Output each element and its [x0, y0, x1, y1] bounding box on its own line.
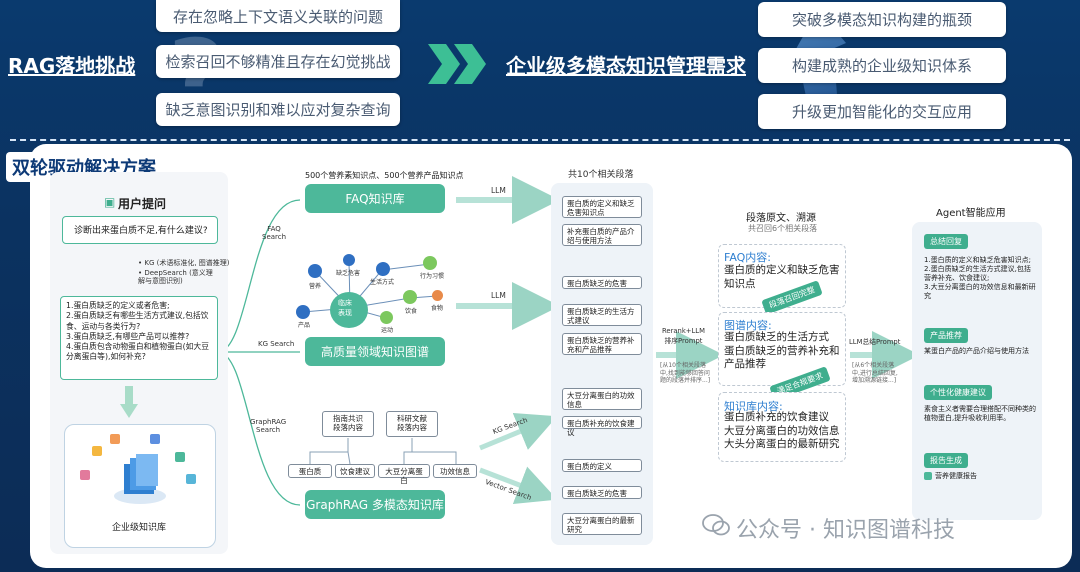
- kg-node-nutrition-label: 营养: [309, 283, 322, 290]
- kb-label: 企业级知识库: [112, 523, 167, 533]
- kg-node-diet: [403, 290, 417, 304]
- rerank-note: [从10个相关段落 中,找到能够回答问 题的段落并排序...]: [660, 362, 711, 384]
- header: ? RAG落地挑战 存在忽略上下文语义关联的问题 检索召回不够精准且存在幻觉挑战…: [0, 0, 1080, 138]
- note-deepsearch: • DeepSearch (意义理解与意图识别): [138, 269, 213, 286]
- branch-faq-label: FAQ Search: [262, 225, 287, 241]
- agent-column: [912, 222, 1042, 520]
- kg-node-product-label: 产品: [298, 322, 311, 329]
- watermark-text: 公众号 · 知识图谱科技: [736, 518, 955, 543]
- source-kb-box: [718, 392, 846, 462]
- branch-graphrag-label: GraphRAG Search: [250, 418, 287, 434]
- kg-node-center-label: 临床 表现: [338, 299, 352, 317]
- kg-node-nutrition: [308, 264, 322, 278]
- kg-node-food: [432, 290, 443, 301]
- entity-tag-efficacy: 功效信息: [433, 464, 477, 478]
- table-icon: [110, 434, 120, 444]
- paragraph-item-8: 蛋白质的定义: [562, 459, 642, 472]
- kg-node-lifestyle-label: 生活方式: [370, 279, 395, 286]
- paragraph-item-1: 蛋白质的定义和缺乏危害知识点: [562, 196, 642, 218]
- source-kg-head: 图谱内容:: [724, 319, 772, 332]
- arrow-down-icon: [120, 386, 138, 418]
- source-col-title: 段落原文、溯源: [746, 213, 816, 224]
- kg-node-habit-label: 行为习惯: [420, 273, 445, 280]
- database-icon: [110, 448, 170, 508]
- paragraph-count: 共10个相关段落: [568, 170, 634, 180]
- source-kg-body: 蛋白质缺乏的生活方式 蛋白质缺乏的营养补充和 产品推荐: [724, 331, 840, 371]
- doc-research: 科研文献 段落内容: [386, 411, 438, 437]
- kg-node-exercise: [380, 311, 393, 324]
- source-kb-body: 蛋白质补充的饮食建议 大豆分离蛋白的功效信息 大头分离蛋白的最新研究: [724, 411, 840, 451]
- agent-title: Agent智能应用: [936, 208, 1006, 219]
- flow-llm-2: LLM: [491, 291, 506, 300]
- enterprise-need-title: 企业级多模态知识管理需求: [506, 54, 746, 78]
- file-icon: [92, 446, 102, 456]
- agent-sec2-body: 某蛋白产品的产品介绍与使用方法: [924, 347, 1029, 355]
- source-kb-head: 知识库内容:: [724, 400, 783, 413]
- kg-node-harm-label: 缺乏危害: [336, 270, 361, 277]
- folder-icon: [186, 474, 196, 484]
- challenge-pill-2: 检索召回不够精准且存在幻觉挑战: [156, 45, 400, 78]
- goal-pill-1: 突破多模态知识构建的瓶颈: [758, 2, 1006, 37]
- image-icon: [175, 452, 185, 462]
- kg-node-exercise-label: 运动: [381, 327, 394, 334]
- paragraph-item-10: 大豆分离蛋白的最新研究: [562, 513, 642, 535]
- kg-node-diet-label: 饮食: [405, 308, 418, 315]
- kg-node-food-label: 食物: [431, 305, 444, 312]
- entity-tag-diet: 饮食建议: [335, 464, 375, 478]
- divider: [10, 139, 1070, 141]
- kg-button[interactable]: 高质量领域知识图谱: [305, 337, 445, 366]
- source-faq-body: 蛋白质的定义和缺乏危害 知识点: [724, 264, 840, 290]
- note-kg: • KG (术语标准化, 图谱推理): [138, 259, 230, 267]
- chart-icon: [80, 470, 90, 480]
- kg-node-product: [296, 305, 310, 319]
- source-col-subtitle: 共召回6个相关段落: [748, 224, 818, 233]
- flow-llm-1: LLM: [491, 186, 506, 195]
- llm-summary-note: [从6个相关段落 中,进行总结回复, 增加溯源链接...]: [852, 362, 898, 384]
- agent-sec3-body: 素食主义者需要合理搭配不同种类的植物蛋白,提升吸收利用率。: [924, 405, 1036, 423]
- entity-tag-protein: 蛋白质: [288, 464, 332, 478]
- paragraph-item-3: 蛋白质缺乏的危害: [562, 276, 642, 289]
- goal-pill-2: 构建成熟的企业级知识体系: [758, 48, 1006, 83]
- challenge-pill-3: 缺乏意图识别和难以应对复杂查询: [156, 93, 400, 126]
- kg-node-harm: [343, 254, 355, 266]
- agent-sec1-tag: 总结回复: [924, 234, 968, 249]
- agent-sec4-tag: 报告生成: [924, 453, 968, 468]
- doc-guideline: 指南共识 段落内容: [322, 411, 374, 437]
- goal-pill-3: 升级更加智能化的交互应用: [758, 94, 1006, 129]
- kg-node-habit: [423, 256, 437, 270]
- wechat-icon: [702, 514, 730, 536]
- kg-node-lifestyle: [376, 262, 390, 276]
- user-question-text: 诊断出来蛋白质不足,有什么建议?: [74, 226, 208, 236]
- challenge-pill-1: 存在忽略上下文语义关联的问题: [156, 0, 400, 32]
- rerank-label: Rerank+LLM 排序Prompt: [662, 327, 705, 345]
- doc-icon: [150, 434, 160, 444]
- sub-questions-text: 1.蛋白质缺乏的定义或者危害; 2.蛋白质缺乏有哪些生活方式建议,包括饮食、运动…: [66, 301, 210, 362]
- llm-summary-label: LLM总结Prompt: [849, 338, 901, 346]
- agent-sec3-tag: 个性化健康建议: [924, 385, 992, 400]
- user-question-title: 用户提问: [118, 197, 167, 211]
- report-icon: [924, 472, 932, 480]
- paragraph-item-6: 大豆分离蛋白的功效信息: [562, 388, 642, 410]
- agent-sec2-tag: 产品推荐: [924, 328, 968, 343]
- paragraph-item-5: 蛋白质缺乏的营养补充和产品推荐: [562, 333, 642, 355]
- kg-node-center: [330, 292, 368, 328]
- faq-kb-button[interactable]: FAQ知识库: [305, 184, 445, 213]
- agent-sec1-body: 1.蛋白质的定义和缺乏危害知识点; 2.蛋白质缺乏的生活方式建议,包括营养补充、…: [924, 256, 1036, 301]
- user-question-box: [62, 216, 218, 244]
- sub-questions-box: [60, 296, 218, 380]
- rag-challenge-title: RAG落地挑战: [8, 54, 136, 78]
- source-faq-head: FAQ内容:: [724, 251, 772, 264]
- double-chevron-icon: [428, 44, 490, 84]
- source-top-note: 500个营养素知识点、500个营养产品知识点: [305, 171, 464, 180]
- paragraph-item-7: 蛋白质补充的饮食建议: [562, 416, 642, 437]
- branch-kg-label: KG Search: [258, 340, 295, 348]
- agent-sec4-body: 营养健康报告: [935, 472, 977, 480]
- paragraph-item-2: 补充蛋白质的产品介绍与使用方法: [562, 224, 642, 246]
- user-icon: ▣: [104, 195, 116, 209]
- entity-tag-soy: 大豆分离蛋白: [378, 464, 430, 485]
- graphrag-button[interactable]: GraphRAG 多模态知识库: [305, 490, 445, 519]
- paragraph-item-9: 蛋白质缺乏的危害: [562, 486, 642, 499]
- paragraph-item-4: 蛋白质缺乏的生活方式建议: [562, 304, 642, 326]
